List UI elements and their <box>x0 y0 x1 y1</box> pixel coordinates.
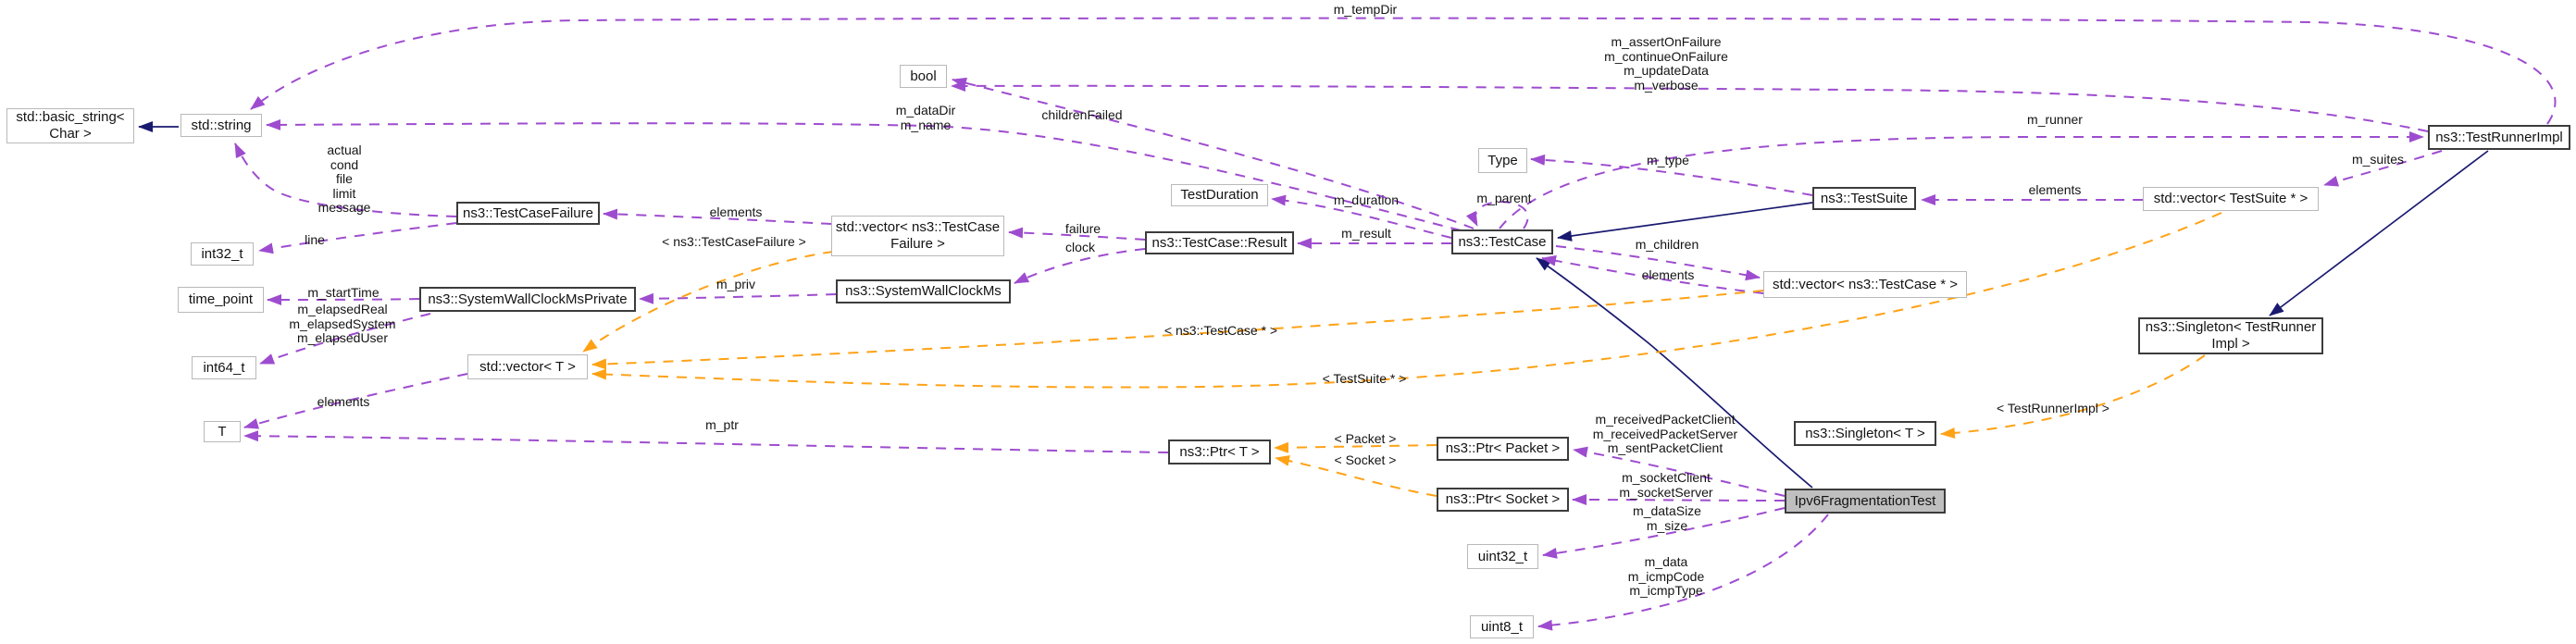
edge-u_children <box>1555 245 1761 281</box>
edge-u_runner <box>1499 131 2424 229</box>
edge-label-t_tc: < ns3::TestCase * > <box>1164 323 1278 338</box>
node-uint8-type: uint8_t <box>1470 615 1534 638</box>
edge-t_ts <box>591 212 2222 389</box>
edge-u_ptr <box>243 430 1169 453</box>
edge-label-t_ts: < TestSuite * > <box>1322 371 1407 386</box>
edge-label-u_failure_fields: actual cond file limit message <box>317 142 371 215</box>
edge-u_icmp <box>1537 514 1829 631</box>
edge-label-u_tempdir: m_tempDir <box>1333 2 1398 17</box>
edge-label-u_suites: m_suites <box>2351 152 2405 167</box>
node-test-suite[interactable]: ns3::TestSuite <box>1812 187 1916 210</box>
edge-label-u_clock: clock <box>1065 240 1095 254</box>
node-singleton-t[interactable]: ns3::Singleton< T > <box>1794 421 1936 446</box>
edge-label-t_socket: < Socket > <box>1334 452 1397 467</box>
node-result[interactable]: ns3::TestCase::Result <box>1145 231 1294 254</box>
edge-label-t_tcf: < ns3::TestCaseFailure > <box>662 234 806 249</box>
edge-u_elements_t <box>243 373 468 429</box>
edge-label-t_tri: < TestRunnerImpl > <box>1997 401 2109 415</box>
node-vector-t: std::vector< T > <box>467 354 588 379</box>
edge-label-u_runner: m_runner <box>2027 112 2083 127</box>
edge-u_bool_runner <box>951 80 2429 132</box>
node-std-string: std::string <box>180 114 262 137</box>
edge-label-u_datadir: m_dataDir m_name <box>895 103 956 132</box>
edge-u_parent <box>1465 201 1529 229</box>
node-type: Type <box>1478 148 1527 173</box>
edge-label-u_duration: m_duration <box>1333 192 1400 207</box>
edge-u_elements_tcf <box>603 208 832 225</box>
edge-label-u_failure: failure <box>1064 221 1101 236</box>
node-test-case-failure[interactable]: ns3::TestCaseFailure <box>456 202 600 225</box>
node-singleton-tri[interactable]: ns3::Singleton< TestRunner Impl > <box>2138 317 2323 354</box>
node-swcm-private[interactable]: ns3::SystemWallClockMsPrivate <box>419 287 636 312</box>
edge-label-u_datasize: m_dataSize m_size <box>1633 503 1701 533</box>
node-test-runner-impl[interactable]: ns3::TestRunnerImpl <box>2428 125 2570 150</box>
edge-u_priv <box>639 292 837 304</box>
edge-u_type <box>1530 154 1813 196</box>
node-vector-tcf: std::vector< ns3::TestCase Failure > <box>831 216 1004 256</box>
node-swcm[interactable]: ns3::SystemWallClockMs <box>836 279 1011 303</box>
edge-u_datadir <box>266 118 1462 231</box>
node-int64-type: int64_t <box>192 356 256 379</box>
edge-label-u_elements_ts: elements <box>2028 182 2082 197</box>
edge-label-u_bool_runner: m_assertOnFailure m_continueOnFailure m_… <box>1604 34 1728 93</box>
edge-label-u_parent: m_parent <box>1476 191 1532 205</box>
edge-label-u_result: m_result <box>1341 226 1391 241</box>
edge-u_sockets <box>1572 494 1786 506</box>
edge-label-u_start_time: m_startTime <box>307 285 380 300</box>
node-test-case[interactable]: ns3::TestCase <box>1451 229 1553 254</box>
edge-u_start_time <box>267 293 420 305</box>
edge-u_tempdir <box>250 17 2557 125</box>
edge-label-u_ptr: m_ptr <box>705 417 739 432</box>
edge-inherit_ipv6 <box>1536 257 1813 489</box>
edge-label-t_packet: < Packet > <box>1334 431 1397 446</box>
node-time-point: time_point <box>178 287 264 313</box>
node-ipv6-fragmentation-test: Ipv6FragmentationTest <box>1785 489 1946 514</box>
node-bool-type: bool <box>900 65 947 88</box>
edge-label-u_elements_tcf: elements <box>709 204 763 219</box>
edge-u_failure_fields <box>234 142 457 217</box>
edge-t_tcf <box>582 251 834 353</box>
node-vector-testcase-ptr: std::vector< ns3::TestCase * > <box>1763 271 1967 298</box>
edge-label-u_elapsed: m_elapsedReal m_elapsedSystem m_elapsedU… <box>289 302 396 345</box>
node-ptr-packet[interactable]: ns3::Ptr< Packet > <box>1437 437 1569 461</box>
edge-u_clock <box>1014 248 1146 284</box>
edge-label-u_elements_t: elements <box>317 394 370 409</box>
edge-label-u_children_failed: childrenFailed <box>1041 107 1123 122</box>
edge-u_failure <box>1008 227 1146 241</box>
edge-inherit_testsuite <box>1557 202 1813 242</box>
edge-label-u_priv: m_priv <box>716 277 756 291</box>
node-basic-string: std::basic_string< Char > <box>6 108 134 143</box>
edge-u_elapsed <box>259 313 431 365</box>
edge-u_elements_tc <box>1541 254 1764 294</box>
edge-label-u_children: m_children <box>1635 237 1699 252</box>
edge-label-u_line: line <box>305 232 325 247</box>
node-vector-testsuite-ptr: std::vector< TestSuite * > <box>2143 187 2319 211</box>
edge-inherit_testrunner <box>2269 150 2489 316</box>
edge-t_tri <box>1940 354 2206 439</box>
edge-label-u_received: m_receivedPacketClient m_receivedPacketS… <box>1592 412 1738 455</box>
edge-u_children_failed <box>952 77 1475 229</box>
edge-t_packet <box>1274 441 1437 453</box>
edge-label-u_elements_tc: elements <box>1641 267 1695 282</box>
edge-label-u_sockets: m_socketClient m_socketServer <box>1619 470 1713 500</box>
edge-label-u_icmp: m_data m_icmpCode m_icmpType <box>1627 554 1705 598</box>
edge-u_received <box>1573 446 1786 497</box>
node-ptr-socket[interactable]: ns3::Ptr< Socket > <box>1437 488 1569 512</box>
edge-label-u_type: m_type <box>1647 153 1689 167</box>
edge-t_socket <box>1275 454 1437 497</box>
node-uint32-type: uint32_t <box>1467 544 1538 569</box>
edge-u_line <box>258 222 457 254</box>
node-test-duration: TestDuration <box>1171 184 1268 206</box>
node-t-param: T <box>204 421 241 442</box>
node-ptr-t[interactable]: ns3::Ptr< T > <box>1168 440 1271 464</box>
edge-u_duration <box>1271 194 1452 239</box>
node-int32-type: int32_t <box>191 242 254 266</box>
